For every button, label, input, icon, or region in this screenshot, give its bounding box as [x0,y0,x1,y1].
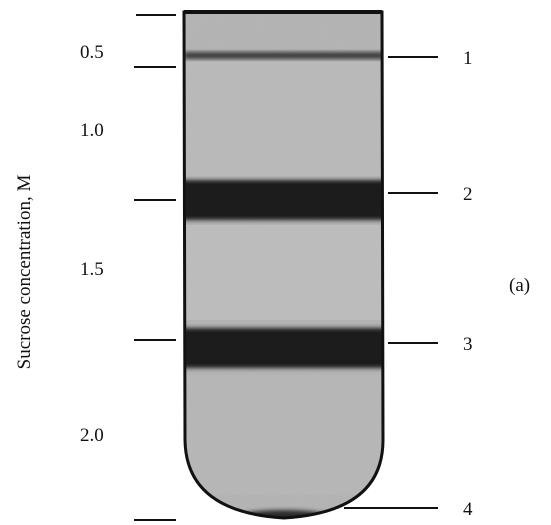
conc-label-0-5: 0.5 [80,42,104,63]
band-label-4: 4 [463,499,473,520]
band-3 [182,328,386,368]
axis-title: Sucrose concentration, M [14,175,35,370]
band-2 [182,180,386,220]
band-label-1: 1 [463,48,473,69]
left-scale [134,15,176,520]
concentration-labels: 0.5 1.0 1.5 2.0 [80,42,104,446]
conc-label-1-5: 1.5 [80,259,104,280]
conc-label-1-0: 1.0 [80,120,104,141]
conc-label-2-0: 2.0 [80,425,104,446]
band-label-3: 3 [463,334,473,355]
panel-label: (a) [509,275,530,296]
band-4 [240,510,328,522]
band-label-2: 2 [463,184,473,205]
band-1 [184,52,384,59]
centrifuge-tube [180,12,390,522]
